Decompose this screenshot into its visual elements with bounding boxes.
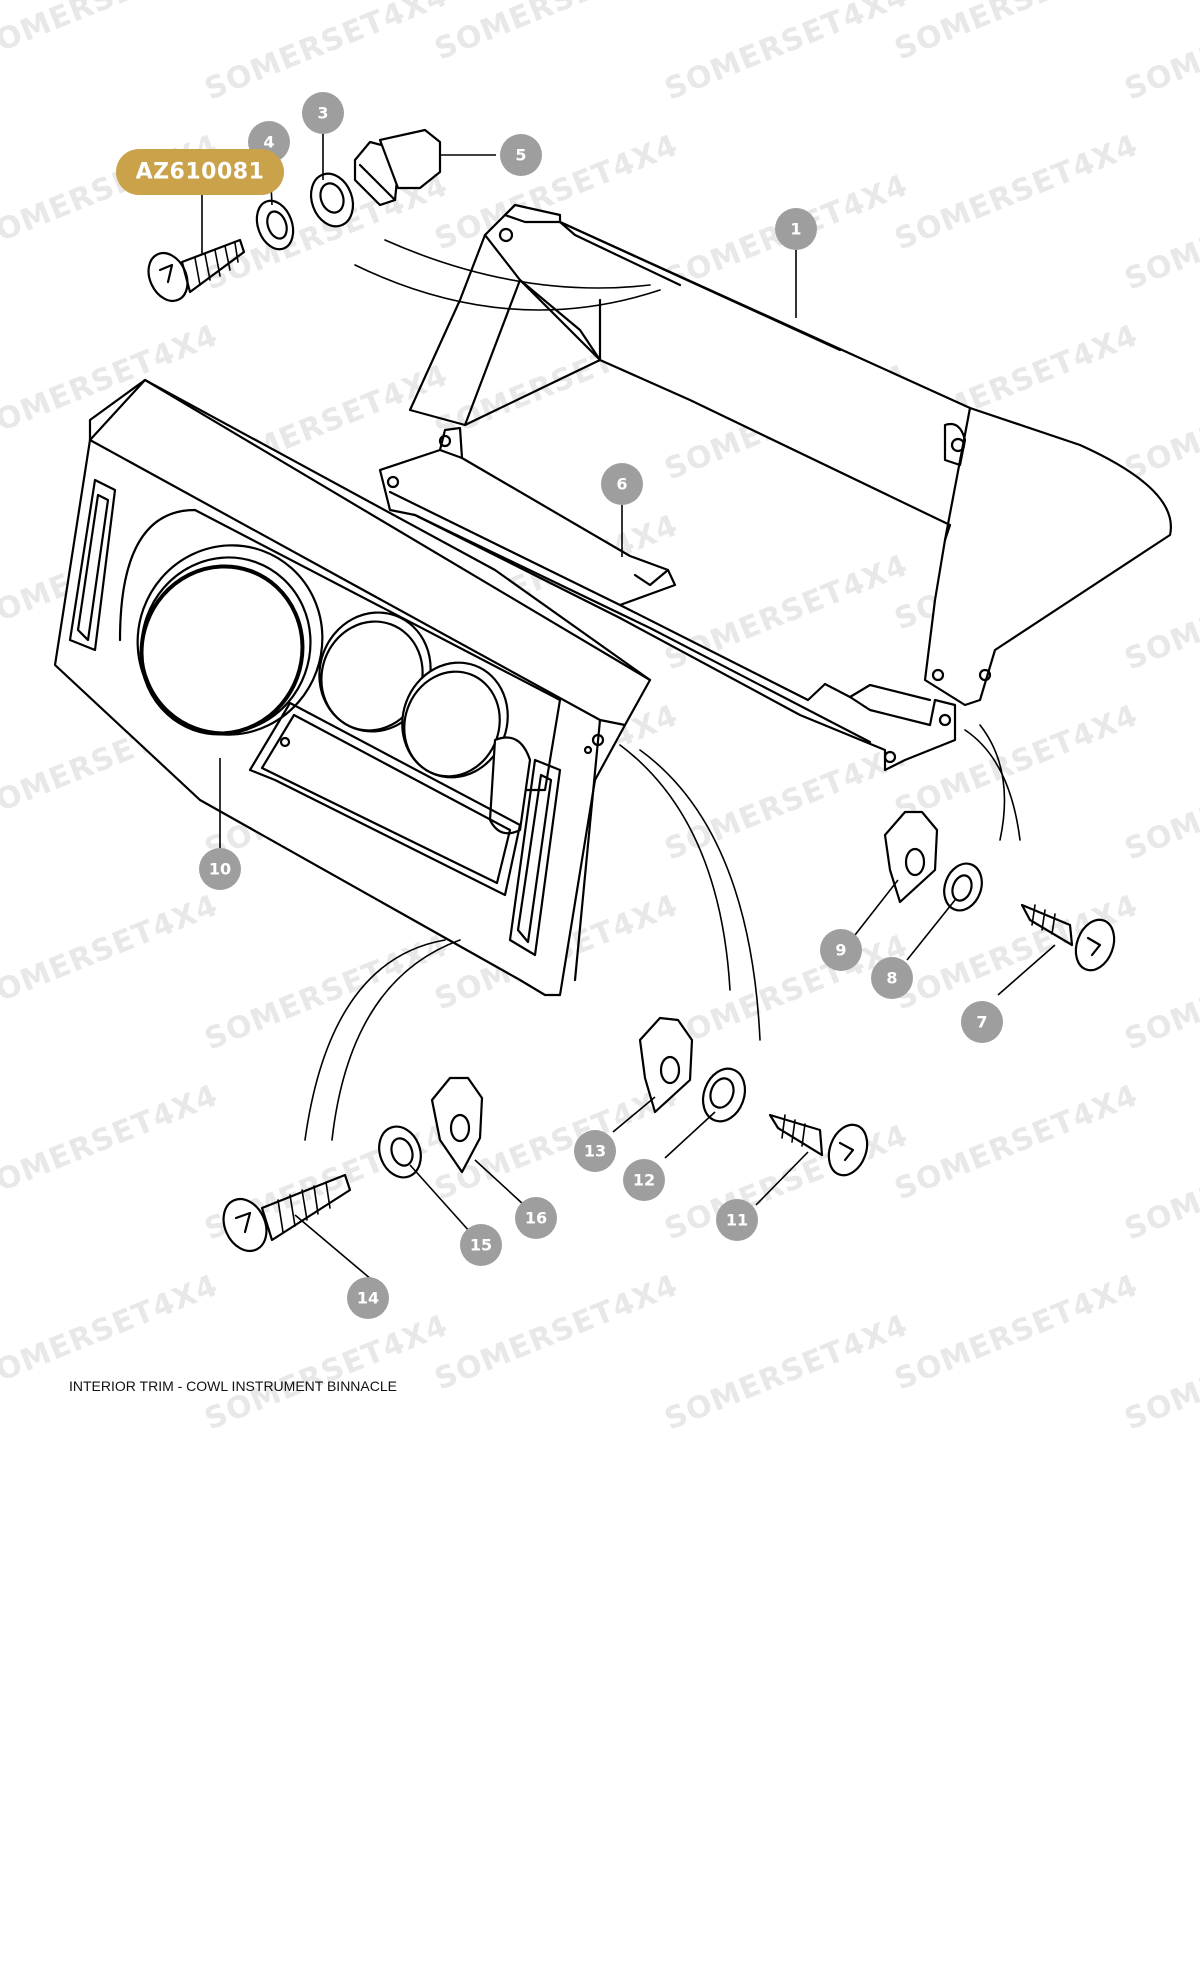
callout-3[interactable]: 3 (302, 92, 344, 134)
watermark-text: SOMERSET4X4 (430, 1268, 683, 1397)
callout-14-label: 14 (357, 1289, 379, 1308)
callout-13[interactable]: 13 (574, 1130, 616, 1172)
callout-15[interactable]: 15 (460, 1224, 502, 1266)
watermark-text: SOMERSET4X4 (1120, 738, 1200, 867)
watermark-text: SOMERSET4X4 (660, 0, 913, 107)
watermark-text: SOMERSET4X4 (1120, 1308, 1200, 1437)
watermark-text: SOMERSET4X4 (0, 888, 223, 1017)
callout-6-label: 6 (616, 475, 627, 494)
watermark-text: SOMERSET4X4 (1120, 168, 1200, 297)
part-11-screw (768, 1113, 869, 1177)
watermark-text: SOMERSET4X4 (1120, 1118, 1200, 1247)
callout-13-label: 13 (584, 1142, 606, 1161)
watermark-text: SOMERSET4X4 (890, 1078, 1143, 1207)
watermark-text: SOMERSET4X4 (660, 928, 913, 1057)
callout-4-label: 4 (263, 133, 274, 152)
part-number-badge-bg (116, 149, 284, 195)
callout-8[interactable]: 8 (871, 957, 913, 999)
part-8-washer (943, 862, 983, 912)
watermark-text: SOMERSET4X4 (1120, 928, 1200, 1057)
watermark-text: SOMERSET4X4 (660, 1308, 913, 1437)
callout-8-label: 8 (886, 969, 897, 988)
callout-15-label: 15 (470, 1236, 492, 1255)
callout-14[interactable]: 14 (347, 1277, 389, 1319)
callout-12-label: 12 (633, 1171, 655, 1190)
watermark-text: SOMERSET4X4 (0, 1078, 223, 1207)
part-number-badge-label: AZ610081 (136, 160, 265, 185)
screw-top-left (147, 238, 246, 303)
watermark-text: SOMERSET4X4 (1120, 0, 1200, 107)
part-9-clip (883, 810, 939, 904)
callout-10[interactable]: 10 (199, 848, 241, 890)
callout-16-label: 16 (525, 1209, 547, 1228)
watermark-text: SOMERSET4X4 (430, 0, 683, 67)
watermark-text: SOMERSET4X4 (200, 1308, 453, 1437)
watermark-text: SOMERSET4X4 (660, 1118, 913, 1247)
callout-3-label: 3 (317, 104, 328, 123)
callout-9-label: 9 (835, 941, 846, 960)
watermark-text: SOMERSET4X4 (660, 738, 913, 867)
watermark-text: SOMERSET4X4 (890, 128, 1143, 257)
watermark-text: SOMERSET4X4 (890, 0, 1143, 67)
bracket-part-6 (378, 426, 957, 772)
part-12-grommet (701, 1067, 747, 1123)
binnacle-part-10 (53, 378, 1021, 1141)
part-3-grommet (309, 172, 355, 228)
part-number-badge[interactable]: AZ610081 (116, 149, 284, 195)
watermark-text: SOMERSET4X4 (890, 698, 1143, 827)
watermark-text: SOMERSET4X4 (890, 1268, 1143, 1397)
callout-1-label: 1 (790, 220, 801, 239)
part-16-clip (430, 1076, 484, 1174)
callout-11-label: 11 (726, 1211, 748, 1230)
callout-7[interactable]: 7 (961, 1001, 1003, 1043)
watermark-text: SOMERSET4X4 (200, 0, 453, 107)
watermark-text: SOMERSET4X4 (1120, 548, 1200, 677)
callout-12[interactable]: 12 (623, 1159, 665, 1201)
callout-7-label: 7 (976, 1013, 987, 1032)
watermark-text: SOMERSET4X4 (200, 928, 453, 1057)
callout-16[interactable]: 16 (515, 1197, 557, 1239)
watermark-text: SOMERSET4X4 (0, 0, 223, 67)
part-4-clip (255, 199, 295, 251)
callout-1[interactable]: 1 (775, 208, 817, 250)
callout-5-label: 5 (515, 146, 526, 165)
cowl-part-1 (354, 203, 1172, 707)
callout-9[interactable]: 9 (820, 929, 862, 971)
part-5-switch (353, 128, 442, 207)
callout-5[interactable]: 5 (500, 134, 542, 176)
part-13-clip (638, 1016, 694, 1114)
callout-6[interactable]: 6 (601, 463, 643, 505)
diagram-caption: INTERIOR TRIM - COWL INSTRUMENT BINNACLE (69, 1378, 397, 1394)
part-14-screw (222, 1173, 352, 1252)
watermark-text: SOMERSET4X4 (1120, 358, 1200, 487)
part-7-screw (1020, 903, 1116, 972)
callout-11[interactable]: 11 (716, 1199, 758, 1241)
callout-10-label: 10 (209, 860, 231, 879)
